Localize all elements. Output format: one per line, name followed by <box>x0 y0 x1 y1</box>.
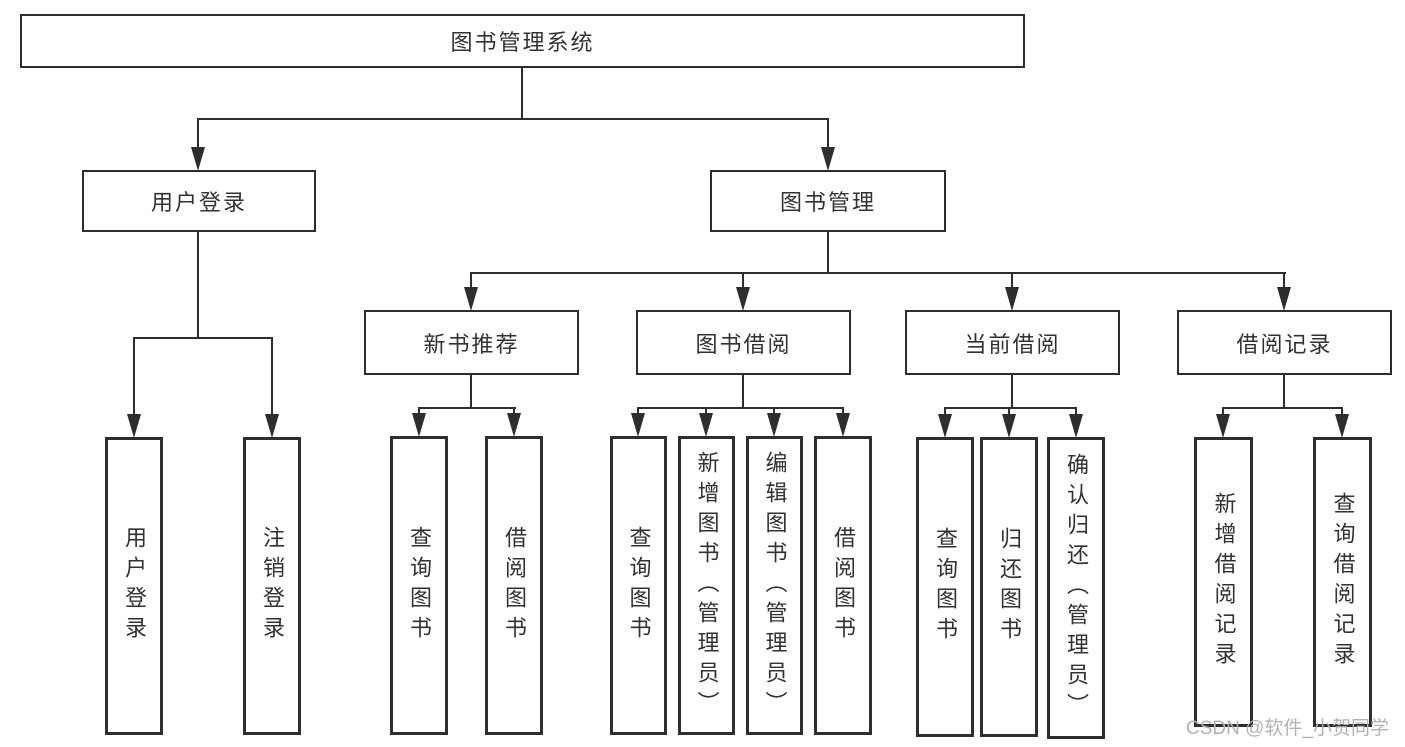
arrowhead-return-books <box>1002 414 1016 438</box>
leaf-confirm-return-admin: 确认归还（管理员） <box>1047 437 1105 739</box>
arrowhead-borrow-records <box>1277 287 1291 311</box>
leaf-return-books: 归还图书 <box>980 437 1038 737</box>
arrowhead-borrow-books-2 <box>836 413 850 437</box>
connector-root-rail <box>197 118 829 120</box>
connector-user-login-stem <box>197 118 199 150</box>
connector-leaf-stem <box>1075 407 1077 417</box>
connector-book-borrow-down <box>742 375 744 408</box>
leaf-label: 查询图书 <box>626 525 652 646</box>
connector-borrow-records-down <box>1283 375 1285 408</box>
arrowhead-book-borrow <box>736 287 750 311</box>
leaf-label: 查询图书 <box>407 525 432 646</box>
node-label: 图书管理系统 <box>450 30 595 55</box>
leaf-query-borrow-record: 查询借阅记录 <box>1313 437 1372 727</box>
arrowhead-user-login <box>191 147 205 171</box>
arrowhead-query-books-2 <box>631 413 645 437</box>
connector-leaf-stem <box>271 337 273 417</box>
node-library-management-system: 图书管理系统 <box>20 14 1025 68</box>
connector-leaf-stem <box>1008 407 1010 417</box>
connector-leaf-stem <box>1341 407 1343 417</box>
connector-leaf-stem <box>773 407 775 417</box>
connector-leaf-stem <box>1222 407 1224 417</box>
node-borrowing-records: 借阅记录 <box>1177 310 1392 375</box>
arrowhead-query-record <box>1335 414 1349 438</box>
connector-book-mgmt-stem <box>827 118 829 150</box>
connector-borrow-records-rail <box>1222 407 1343 409</box>
node-current-borrowing: 当前借阅 <box>905 310 1120 375</box>
connector-user-login-rail <box>133 337 273 339</box>
connector-leaf-stem <box>133 337 135 417</box>
leaf-label: 归还图书 <box>997 527 1022 647</box>
arrowhead-confirm-return <box>1069 414 1083 438</box>
connector-leaf-stem <box>418 407 420 417</box>
leaf-label: 编辑图书（管理员） <box>762 450 788 721</box>
leaf-label: 查询借阅记录 <box>1330 492 1356 672</box>
leaf-label: 借阅图书 <box>831 525 856 646</box>
connector-current-borrow-stem <box>1011 272 1013 290</box>
arrowhead-edit-books <box>767 413 781 437</box>
connector-user-login-down <box>197 232 199 337</box>
arrowhead-query-books-3 <box>938 414 952 438</box>
connector-book-borrow-stem <box>742 272 744 290</box>
leaf-label: 注销登录 <box>260 526 285 646</box>
connector-leaf-stem <box>513 407 515 417</box>
leaf-query-books-3: 查询图书 <box>916 437 974 737</box>
connector-leaf-stem <box>705 407 707 417</box>
node-label: 当前借阅 <box>964 331 1061 357</box>
connector-book-mgmt-down <box>827 232 829 272</box>
arrowhead-book-mgmt <box>821 147 835 171</box>
connector-current-borrow-down <box>1011 375 1013 408</box>
connector-new-book-rail <box>418 407 516 409</box>
node-label: 用户登录 <box>150 190 247 215</box>
connector-book-mgmt-rail <box>470 272 1286 274</box>
leaf-edit-books-admin: 编辑图书（管理员） <box>746 436 803 735</box>
leaf-borrow-books-1: 借阅图书 <box>485 436 543 735</box>
leaf-query-books-2: 查询图书 <box>610 436 667 735</box>
connector-book-borrow-rail <box>637 407 844 409</box>
arrowhead-leaf-user-login <box>127 414 141 438</box>
node-new-book-recommendation: 新书推荐 <box>364 310 579 375</box>
connector-leaf-stem <box>637 407 639 417</box>
leaf-logout: 注销登录 <box>243 437 301 735</box>
node-label: 图书借阅 <box>695 331 792 357</box>
node-label: 图书管理 <box>779 190 876 215</box>
node-user-login-group: 用户登录 <box>82 170 316 232</box>
arrowhead-add-books <box>699 413 713 437</box>
leaf-label: 新增借阅记录 <box>1211 492 1237 672</box>
connector-current-borrow-rail <box>944 407 1077 409</box>
connector-leaf-stem <box>944 407 946 417</box>
leaf-label: 新增图书（管理员） <box>694 450 720 721</box>
node-book-borrowing: 图书借阅 <box>636 310 851 375</box>
arrowhead-leaf-logout <box>265 414 279 438</box>
arrowhead-new-book-rec <box>464 287 478 311</box>
leaf-query-books-1: 查询图书 <box>390 436 448 735</box>
leaf-label: 查询图书 <box>933 527 958 647</box>
arrowhead-query-books-1 <box>412 413 426 437</box>
leaf-label: 确认归还（管理员） <box>1064 453 1089 723</box>
leaf-user-login: 用户登录 <box>105 437 163 735</box>
leaf-add-books-admin: 新增图书（管理员） <box>678 436 735 735</box>
connector-root-stem <box>521 68 523 118</box>
connector-new-book-down <box>470 375 472 408</box>
node-label: 新书推荐 <box>423 331 520 357</box>
node-book-management-group: 图书管理 <box>710 170 946 232</box>
node-label: 借阅记录 <box>1236 331 1333 357</box>
arrowhead-borrow-books-1 <box>507 413 521 437</box>
leaf-label: 借阅图书 <box>502 525 527 646</box>
connector-new-book-stem <box>470 272 472 290</box>
leaf-label: 用户登录 <box>122 526 147 646</box>
arrowhead-current-borrow <box>1005 287 1019 311</box>
leaf-borrow-books-2: 借阅图书 <box>814 436 872 735</box>
arrowhead-add-record <box>1216 414 1230 438</box>
leaf-add-borrow-record: 新增借阅记录 <box>1194 437 1253 727</box>
csdn-watermark: CSDN @软件_小贺同学 <box>1186 718 1389 739</box>
connector-borrow-records-stem <box>1283 272 1285 290</box>
connector-leaf-stem <box>842 407 844 417</box>
